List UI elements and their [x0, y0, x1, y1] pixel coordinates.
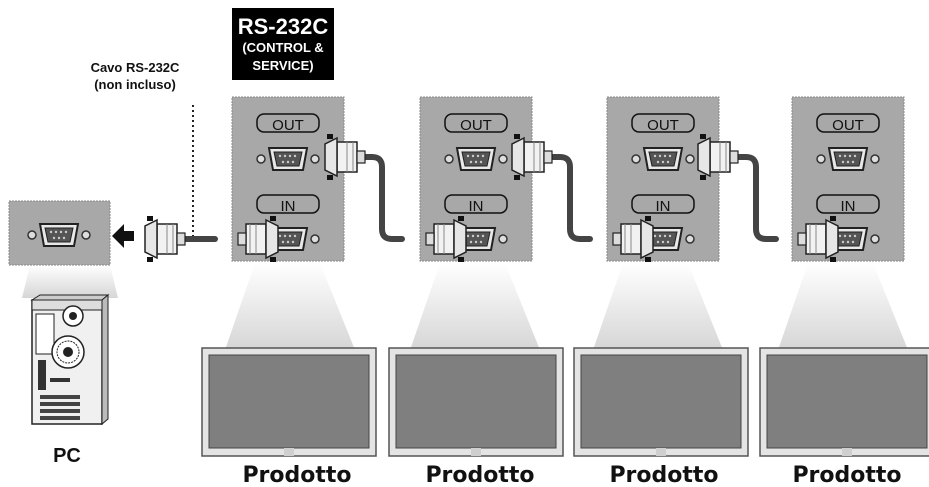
pc-port-panel [8, 200, 111, 266]
pc-label: PC [53, 445, 81, 467]
product-label-4: Prodotto [792, 463, 901, 487]
header-subtitle-1: (CONTROL & [242, 40, 323, 55]
in-label: IN [281, 198, 296, 215]
out-label: OUT [460, 117, 492, 134]
out-label: OUT [272, 117, 304, 134]
out-label: OUT [647, 117, 679, 134]
product-monitor-icon [388, 347, 564, 457]
product-panel-2: OUT IN [419, 96, 533, 262]
light-cones [22, 263, 908, 350]
in-label: IN [469, 198, 484, 215]
pc-plug-icon [144, 215, 186, 263]
out-plug-icon [324, 133, 366, 181]
header-subtitle-2: SERVICE) [252, 58, 313, 73]
arrow-left-icon [112, 224, 134, 248]
pc-tower-icon [30, 293, 110, 426]
rs232c-header: RS-232C (CONTROL & SERVICE) [232, 8, 334, 80]
product-panel-1: OUT IN [231, 96, 345, 262]
cable-note-line1: Cavo RS-232C [91, 60, 180, 75]
product-panel-4: OUT IN [791, 96, 905, 262]
in-label: IN [656, 198, 671, 215]
cable-note-line2: (non incluso) [94, 77, 176, 92]
in-label: IN [841, 198, 856, 215]
product-label-2: Prodotto [425, 463, 534, 487]
out-label: OUT [832, 117, 864, 134]
product-panel-3: OUT IN [606, 96, 720, 262]
header-title: RS-232C [238, 14, 329, 39]
product-monitor-icon [201, 347, 377, 457]
product-monitor-icon [759, 347, 929, 457]
product-label-1: Prodotto [242, 463, 351, 487]
rs232-cables [175, 154, 779, 242]
product-monitor-icon [573, 347, 749, 457]
product-label-3: Prodotto [609, 463, 718, 487]
